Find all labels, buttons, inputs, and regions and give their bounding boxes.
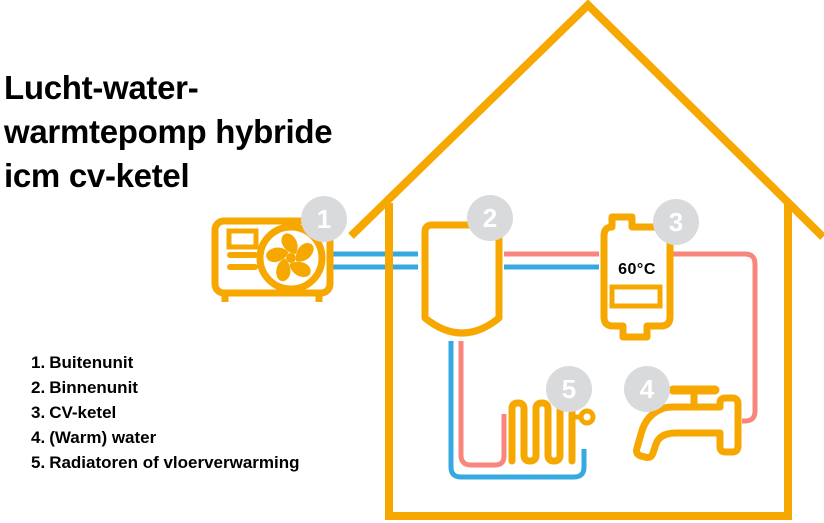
legend-item-buitenunit: 1. Buitenunit bbox=[31, 350, 300, 375]
legend-number: 2. bbox=[31, 378, 46, 397]
outdoor-unit-vent-bar bbox=[227, 264, 258, 270]
legend-item-binnenunit: 2. Binnenunit bbox=[31, 375, 300, 400]
badge-cv-ketel: 3 bbox=[653, 199, 699, 245]
legend-number: 1. bbox=[31, 353, 46, 372]
pipe-boiler-to-faucet-red bbox=[672, 251, 758, 424]
badge-binnenunit: 2 bbox=[467, 195, 513, 241]
legend-number: 3. bbox=[31, 403, 46, 422]
house-roof bbox=[348, 0, 824, 240]
badge-radiatoren: 5 bbox=[546, 366, 592, 412]
legend-item-radiatoren: 5. Radiatoren of vloerverwarming bbox=[31, 450, 300, 475]
legend: 1. Buitenunit 2. Binnenunit 3. CV-ketel … bbox=[31, 350, 300, 475]
badge-buitenunit: 1 bbox=[301, 196, 347, 242]
legend-label: Binnenunit bbox=[49, 378, 138, 397]
legend-label: CV-ketel bbox=[49, 403, 117, 422]
title-line: warmtepomp hybride bbox=[4, 113, 333, 151]
pipe-tank-to-radiator-blue bbox=[448, 341, 587, 480]
legend-number: 5. bbox=[31, 453, 46, 472]
title-line: icm cv-ketel bbox=[4, 157, 190, 195]
page-title: Lucht-water- warmtepomp hybride icm cv-k… bbox=[4, 66, 333, 198]
pipes bbox=[333, 251, 758, 480]
legend-label: Buitenunit bbox=[49, 353, 134, 372]
fan-icon bbox=[256, 223, 326, 293]
heat-pump-outdoor-unit-icon bbox=[211, 217, 334, 302]
title-line: Lucht-water- bbox=[4, 69, 199, 107]
badge-warm-water: 4 bbox=[624, 366, 670, 412]
tank-body bbox=[421, 221, 503, 337]
radiator-valve-knob bbox=[578, 408, 596, 426]
boiler-temperature-label: 60°C bbox=[618, 261, 656, 278]
pipe-tank-to-radiator-red bbox=[458, 341, 507, 468]
radiator-icon bbox=[508, 399, 596, 465]
legend-label: Radiatoren of vloerverwarming bbox=[49, 453, 300, 472]
legend-label: (Warm) water bbox=[49, 428, 157, 447]
legend-number: 4. bbox=[31, 428, 46, 447]
house-outline-icon bbox=[348, 0, 824, 520]
indoor-unit-tank-icon bbox=[421, 221, 503, 337]
outdoor-unit-vent-bar bbox=[227, 252, 258, 258]
faucet-body bbox=[633, 394, 742, 461]
legend-item-cv-ketel: 3. CV-ketel bbox=[31, 400, 300, 425]
outdoor-unit-display bbox=[226, 228, 259, 250]
radiator-fins bbox=[508, 399, 576, 465]
boiler-slot bbox=[609, 284, 663, 309]
faucet-icon bbox=[633, 385, 742, 461]
outdoor-unit-feet bbox=[221, 293, 323, 302]
house-walls bbox=[385, 203, 792, 520]
outdoor-unit-body bbox=[211, 217, 334, 297]
legend-item-warm-water: 4. (Warm) water bbox=[31, 425, 300, 450]
